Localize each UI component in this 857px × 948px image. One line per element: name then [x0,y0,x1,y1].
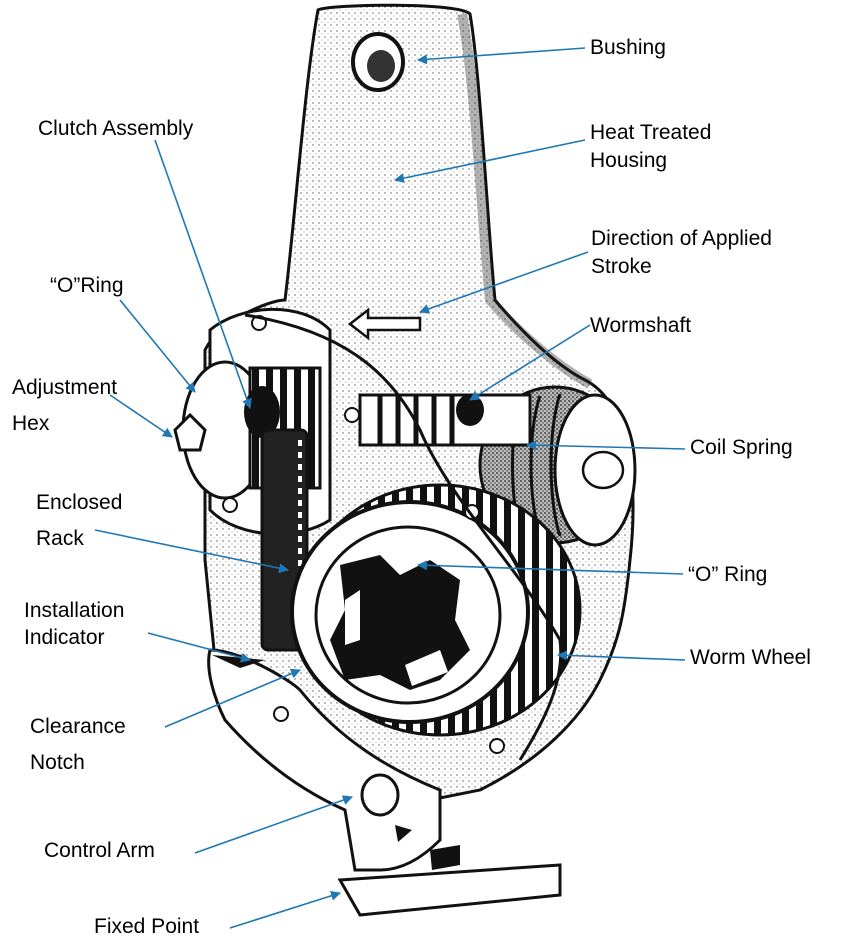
wormshaft [358,393,532,447]
worm-wheel [290,483,582,737]
label-direction-of-applied-stroke-line-2: Stroke [591,255,652,278]
label-clutch-assembly: Clutch Assembly [38,117,194,140]
control-arm-shape [207,648,562,917]
leader-wormshaft [469,324,591,401]
leader-bushing [417,47,586,65]
leader-housing [394,139,586,184]
leader-stroke [419,251,589,314]
leader-coil-spring [526,440,686,451]
label-installation-indicator-line-1: Installation [24,599,125,622]
leader-o-ring-right [417,560,684,575]
label-enclosed-rack-line-1: Enclosed [36,491,123,514]
label-adjustment-hex-line-1: Adjustment [12,376,118,399]
label-wormshaft: Wormshaft [590,314,692,337]
leader-worm-wheel [557,650,686,661]
leader-clutch [154,139,252,409]
label-o-ring-left: “O”Ring [50,274,124,297]
label-enclosed-rack-line-2: Rack [36,527,84,550]
leader-enclosed-rack [94,529,289,574]
label-worm-wheel: Worm Wheel [690,646,811,669]
leader-adjustment-hex [109,394,173,438]
leader-installation-indicator [147,632,251,663]
label-fixed-point: Fixed Point [94,915,200,938]
adjustment-hex-shape [173,412,207,452]
label-bushing: Bushing [590,36,666,59]
label-control-arm: Control Arm [44,839,155,862]
leader-fixed-point [229,890,341,929]
label-coil-spring: Coil Spring [690,436,793,459]
coil-spring-assembly [478,385,637,547]
label-installation-indicator-line-2: Indicator [24,626,105,649]
label-clearance-notch-line-2: Notch [30,751,85,774]
installation-indicator-tab [212,655,265,668]
leader-clearance-notch [164,668,301,728]
leader-o-ring-left [119,299,196,393]
label-clearance-notch-line-1: Clearance [30,715,126,738]
fixed-point-plate [337,863,562,917]
direction-arrow-outline [347,307,422,341]
label-heat-treated-housing-line-2: Housing [590,149,668,172]
label-direction-of-applied-stroke-line-1: Direction of Applied [591,227,772,250]
leader-lines [94,47,686,929]
label-o-ring-right: “O” Ring [688,563,768,586]
label-adjustment-hex-line-2: Hex [12,412,50,435]
leader-control-arm [194,795,353,854]
label-heat-treated-housing-line-1: Heat Treated [590,121,712,144]
